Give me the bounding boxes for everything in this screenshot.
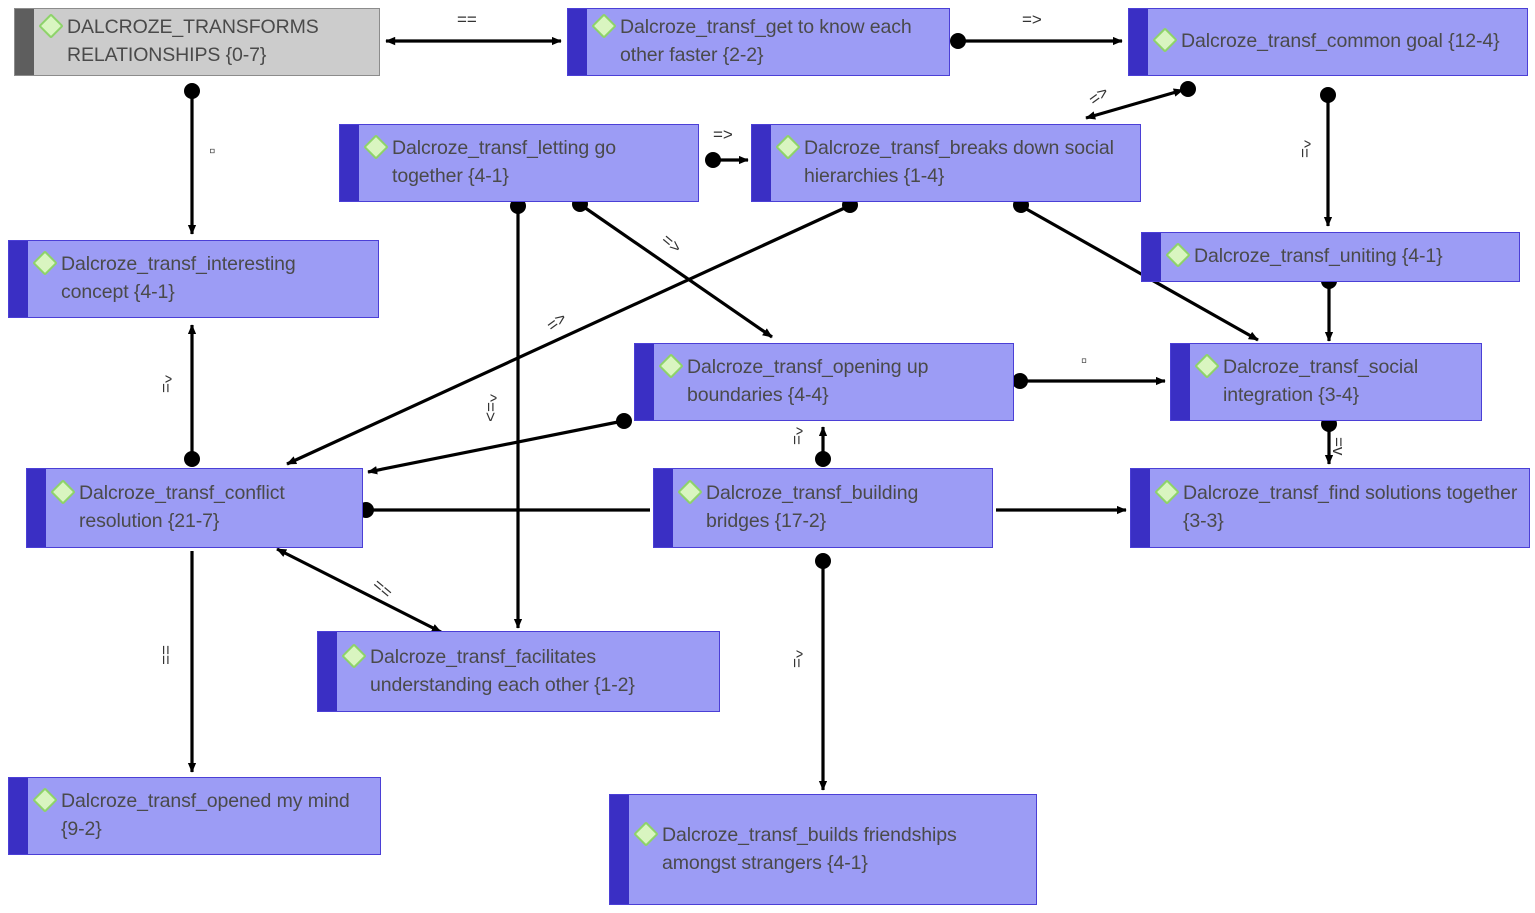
node-label: Dalcroze_transf_opened my mind {9-2}: [61, 790, 350, 840]
concept-diamond-icon: [1194, 353, 1220, 380]
node-accent-bar: [9, 241, 28, 317]
node-breaks-down-social-hierarchies[interactable]: Dalcroze_transf_breaks down social hiera…: [751, 124, 1141, 202]
edge-breaksdown-socialint: [1020, 204, 1259, 342]
node-opened-my-mind[interactable]: Dalcroze_transf_opened my mind {9-2}: [8, 777, 381, 855]
edge-openingup-conflict: [367, 419, 624, 475]
concept-diamond-icon: [1152, 27, 1178, 53]
node-label: Dalcroze_transf_interesting concept {4-1…: [61, 253, 296, 303]
edge-label-lettinggo-breaksdown: =>: [713, 125, 733, 144]
node-common-goal[interactable]: Dalcroze_transf_common goal {12-4}: [1128, 8, 1528, 76]
node-accent-bar: [752, 125, 771, 201]
edge-lettinggo-openingup: [580, 203, 773, 339]
concept-diamond-icon: [1154, 479, 1180, 506]
node-label: Dalcroze_transf_social integration {3-4}: [1223, 356, 1419, 406]
node-label: Dalcroze_transf_get to know each other f…: [620, 16, 912, 66]
node-label: Dalcroze_transf_facilitates understandin…: [370, 645, 635, 696]
node-accent-bar: [27, 469, 46, 547]
node-accent-bar: [1131, 469, 1150, 547]
node-accent-bar: [318, 632, 337, 711]
edge-label-getknow-commongoal: =>: [1022, 10, 1042, 29]
node-accent-bar: [340, 125, 359, 201]
node-conflict-resolution[interactable]: Dalcroze_transf_conflict resolution {21-…: [26, 468, 363, 548]
node-label: Dalcroze_transf_building bridges {17-2}: [706, 482, 919, 532]
concept-diamond-icon: [50, 479, 76, 506]
node-accent-bar: [654, 469, 673, 547]
node-label: Dalcroze_transf_common goal {12-4}: [1181, 30, 1500, 53]
node-label: Dalcroze_transf_find solutions together …: [1183, 482, 1518, 532]
node-opening-up-boundaries[interactable]: Dalcroze_transf_opening up boundaries {4…: [634, 343, 1014, 421]
edge-label-getknow-root: ==: [457, 10, 477, 29]
node-uniting[interactable]: Dalcroze_transf_uniting {4-1}: [1141, 232, 1520, 282]
concept-diamond-icon: [32, 787, 58, 814]
node-find-solutions-together[interactable]: Dalcroze_transf_find solutions together …: [1130, 468, 1530, 548]
node-label: Dalcroze_transf_builds friendships among…: [662, 823, 957, 874]
edge-label-openingup-socialint: ▫: [1081, 351, 1088, 370]
edge-label-bridges-openingup: ^=: [787, 427, 806, 445]
node-builds-friendships[interactable]: Dalcroze_transf_builds friendships among…: [609, 794, 1037, 905]
concept-diamond-icon: [341, 643, 367, 669]
concept-diamond-icon: [658, 353, 684, 380]
concept-diamond-icon: [591, 13, 617, 40]
concept-diamond-icon: [775, 134, 801, 161]
node-label: DALCROZE_TRANSFORMS RELATIONSHIPS {0-7}: [67, 16, 319, 66]
node-label: Dalcroze_transf_letting go together {4-1…: [392, 137, 616, 187]
node-root[interactable]: DALCROZE_TRANSFORMS RELATIONSHIPS {0-7}: [14, 8, 380, 76]
edge-label-conflict-openedmind: ==: [156, 645, 175, 665]
edge-label-socialint-findsol: =v: [1329, 437, 1348, 456]
node-label: Dalcroze_transf_opening up boundaries {4…: [687, 356, 929, 406]
node-interesting-concept[interactable]: Dalcroze_transf_interesting concept {4-1…: [8, 240, 379, 318]
node-accent-bar: [1142, 233, 1161, 281]
node-facilitates-understanding[interactable]: Dalcroze_transf_facilitates understandin…: [317, 631, 720, 712]
edge-commongoal-breaksdown: [1085, 88, 1184, 120]
edge-breaksdown-conflict: [286, 204, 850, 466]
node-building-bridges[interactable]: Dalcroze_transf_building bridges {17-2}: [653, 468, 993, 548]
node-accent-bar: [1129, 9, 1148, 75]
node-accent-bar: [9, 778, 28, 854]
node-label: Dalcroze_transf_conflict resolution {21-…: [79, 482, 285, 532]
node-letting-go-together[interactable]: Dalcroze_transf_letting go together {4-1…: [339, 124, 699, 202]
node-accent-bar: [568, 9, 587, 75]
edge-label-commongoal-uniting: ^=: [1295, 140, 1314, 158]
edge-label-conflict-interesting: ^=: [156, 375, 175, 393]
node-accent-bar: [15, 9, 34, 75]
node-label: Dalcroze_transf_breaks down social hiera…: [804, 137, 1114, 187]
concept-diamond-icon: [1165, 242, 1191, 268]
node-accent-bar: [610, 795, 629, 904]
edge-label-bridges-friendships: ^=: [787, 650, 806, 668]
node-label: Dalcroze_transf_uniting {4-1}: [1194, 245, 1443, 268]
edge-label-openingup-conflict: ^=>: [481, 394, 500, 422]
node-accent-bar: [1171, 344, 1190, 420]
node-social-integration[interactable]: Dalcroze_transf_social integration {3-4}: [1170, 343, 1482, 421]
concept-diamond-icon: [363, 134, 389, 161]
node-accent-bar: [635, 344, 654, 420]
edge-label-root-interesting: ▫: [203, 148, 222, 155]
concept-diamond-icon: [38, 13, 64, 40]
node-get-to-know[interactable]: Dalcroze_transf_get to know each other f…: [567, 8, 950, 76]
edge-conflict-facilitates: [276, 547, 442, 634]
concept-diamond-icon: [633, 821, 659, 847]
concept-diamond-icon: [677, 479, 703, 506]
concept-diamond-icon: [32, 250, 58, 277]
